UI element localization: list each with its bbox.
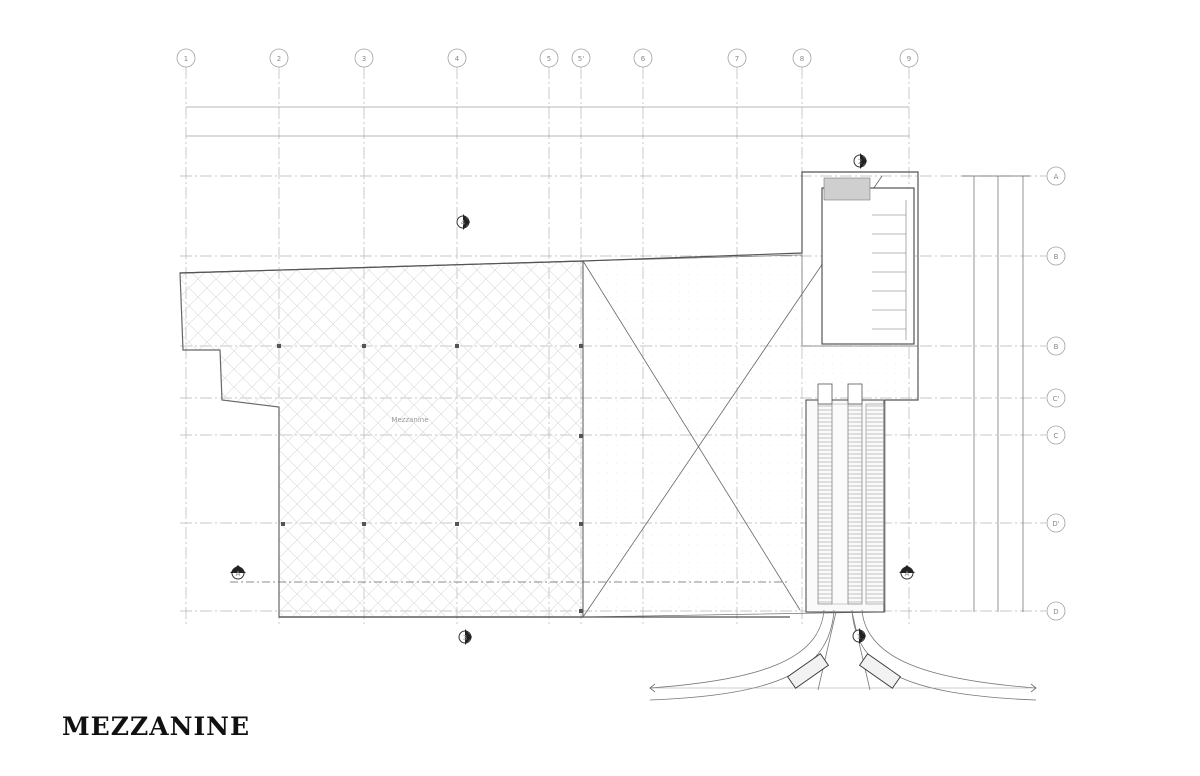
grid-bubble-row-label: A [1054,173,1059,181]
grid-bubble-row-label: C [1054,432,1059,440]
column-mark [455,344,459,348]
grid-bubble-col-label: 1 [184,55,188,63]
svg-text:3: 3 [463,634,467,642]
grid-bubble-row-label: D [1053,608,1058,616]
grid-bubble-col: 5 [539,48,559,68]
grid-bubble-col: 1 [176,48,196,68]
top-dimension-lines [186,106,909,137]
section-marker-top: 4 [456,214,470,230]
svg-text:A: A [236,570,241,578]
column-mark [281,522,285,526]
parking-room [821,177,915,345]
grid-bubble-row: D [1046,601,1066,621]
ramp-core [805,383,885,613]
svg-text:2: 2 [858,158,862,166]
grid-bubble-col: 6 [633,48,653,68]
svg-text:A: A [905,570,910,578]
grid-bubble-row: D' [1046,513,1066,533]
right-dimension-lines [962,175,1030,612]
grid-bubble-col-label: 4 [455,55,460,63]
column-mark [579,522,583,526]
room-label-mezzanine: Mezzanine [391,416,428,424]
grid-bubble-col-label: 3 [362,55,366,63]
elevation-marker-left: A [230,565,790,583]
column-grid-bubbles: 1 2 3 4 5 5' 6 7 8 9 [176,48,919,68]
grid-bubble-col-label: 5 [547,55,551,63]
grid-bubble-col: 4 [447,48,467,68]
grid-bubble-col: 2 [269,48,289,68]
sheet-title: MEZZANINE [62,712,251,741]
grid-bubble-col: 8 [792,48,812,68]
grid-bubble-col-label: 9 [907,55,911,63]
svg-text:4: 4 [461,219,466,227]
trucks [786,653,902,689]
column-mark [455,522,459,526]
svg-text:1: 1 [857,633,861,641]
grid-bubble-row-label: D' [1052,520,1059,528]
column-mark [277,344,281,348]
grid-bubble-col-label: 5' [578,55,584,63]
column-mark [362,522,366,526]
section-marker-right-top: 2 [853,153,867,169]
grid-bubble-row: B [1046,246,1066,266]
grid-bubble-col: 9 [899,48,919,68]
grid-bubble-col-label: 7 [735,55,739,63]
column-mark [579,344,583,348]
grid-bubble-col: 3 [354,48,374,68]
structural-columns [277,344,583,613]
grid-bubble-row-label: C' [1053,395,1060,403]
grid-bubble-col-label: 2 [277,55,281,63]
grid-bubble-col: 5' [571,48,591,68]
grid-bubble-row: B [1046,336,1066,356]
grid-bubble-row: C' [1046,388,1066,408]
grid-bubble-row-label: B [1054,343,1059,351]
column-mark [362,344,366,348]
grid-bubble-row: A [1046,166,1066,186]
grid-bubble-row-label: B [1054,253,1059,261]
mezzanine-slab [179,260,584,618]
section-marker-right-bottom: 1 [852,628,866,644]
row-grid-bubbles: A B B C' C D' D [1046,166,1066,621]
grid-bubble-col-label: 6 [641,55,646,63]
grid-bubble-col: 7 [727,48,747,68]
section-marker-bottom: 3 [458,629,472,645]
grid-bubble-row: C [1046,425,1066,445]
column-mark [579,609,583,613]
truck-curves [649,609,1037,701]
grid-bubble-col-label: 8 [800,55,804,63]
elevation-marker-right: A [899,565,915,580]
column-mark [579,434,583,438]
